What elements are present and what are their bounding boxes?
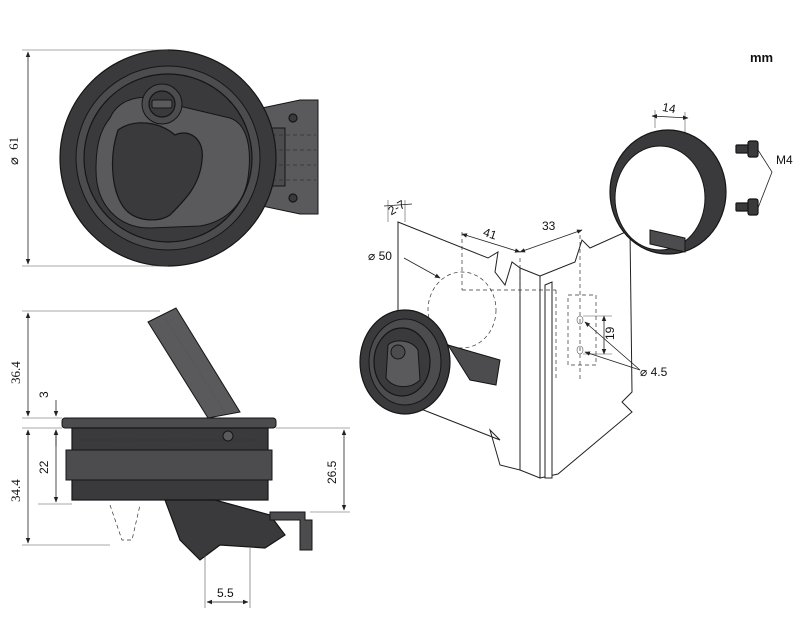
front-diameter-value: 61 xyxy=(6,137,21,150)
svg-text:⌀ 50: ⌀ 50 xyxy=(368,249,392,263)
dim-flange: 3 xyxy=(37,391,51,398)
screw-upper xyxy=(735,140,759,158)
diameter-symbol-50: ⌀ xyxy=(368,249,375,263)
dim-hole-diameter: 4.5 xyxy=(651,365,668,379)
units-label: mm xyxy=(750,50,773,65)
mount-hole-upper xyxy=(576,315,584,325)
screw-lower xyxy=(735,198,759,216)
dim-screw: M4 xyxy=(776,153,793,167)
side-view xyxy=(61,307,313,561)
mount-hole-lower xyxy=(576,345,584,355)
dim-41: 41 xyxy=(481,225,498,243)
dim-total-depth: 34.4 xyxy=(8,479,23,502)
iso-view xyxy=(359,129,759,479)
dim-cutout-diameter: 50 xyxy=(379,249,393,263)
dim-handle-rise: 36.4 xyxy=(8,361,23,384)
iso-dimensions: 2-7 ⌀ 50 41 33 14 M4 19 ⌀ 4.5 xyxy=(368,100,793,379)
dim-latch-depth: 26.5 xyxy=(325,460,339,484)
dim-panel-thickness: 2-7 xyxy=(386,197,408,218)
dim-ring-height: 14 xyxy=(661,100,677,116)
dim-latch-offset: 5.5 xyxy=(217,586,234,600)
svg-text:⌀ 61: ⌀ 61 xyxy=(6,137,21,165)
dim-hole-spacing: 19 xyxy=(603,326,617,340)
dim-33: 33 xyxy=(542,219,556,233)
svg-text:⌀ 4.5: ⌀ 4.5 xyxy=(640,365,668,379)
iso-latch-assembly xyxy=(359,309,501,415)
side-dimensions: 36.4 3 22 34.4 26.5 5.5 xyxy=(8,310,350,608)
side-handle xyxy=(147,307,241,419)
diameter-symbol: ⌀ xyxy=(6,157,21,165)
diameter-symbol-45: ⌀ xyxy=(640,365,647,379)
side-latch xyxy=(164,499,286,561)
side-flange xyxy=(61,417,277,429)
iso-trim-ring xyxy=(609,129,727,255)
front-view xyxy=(59,49,319,267)
dim-front-diameter: ⌀ 61 xyxy=(6,49,168,267)
dim-body-depth: 22 xyxy=(37,460,51,474)
handle-grip xyxy=(111,122,203,221)
